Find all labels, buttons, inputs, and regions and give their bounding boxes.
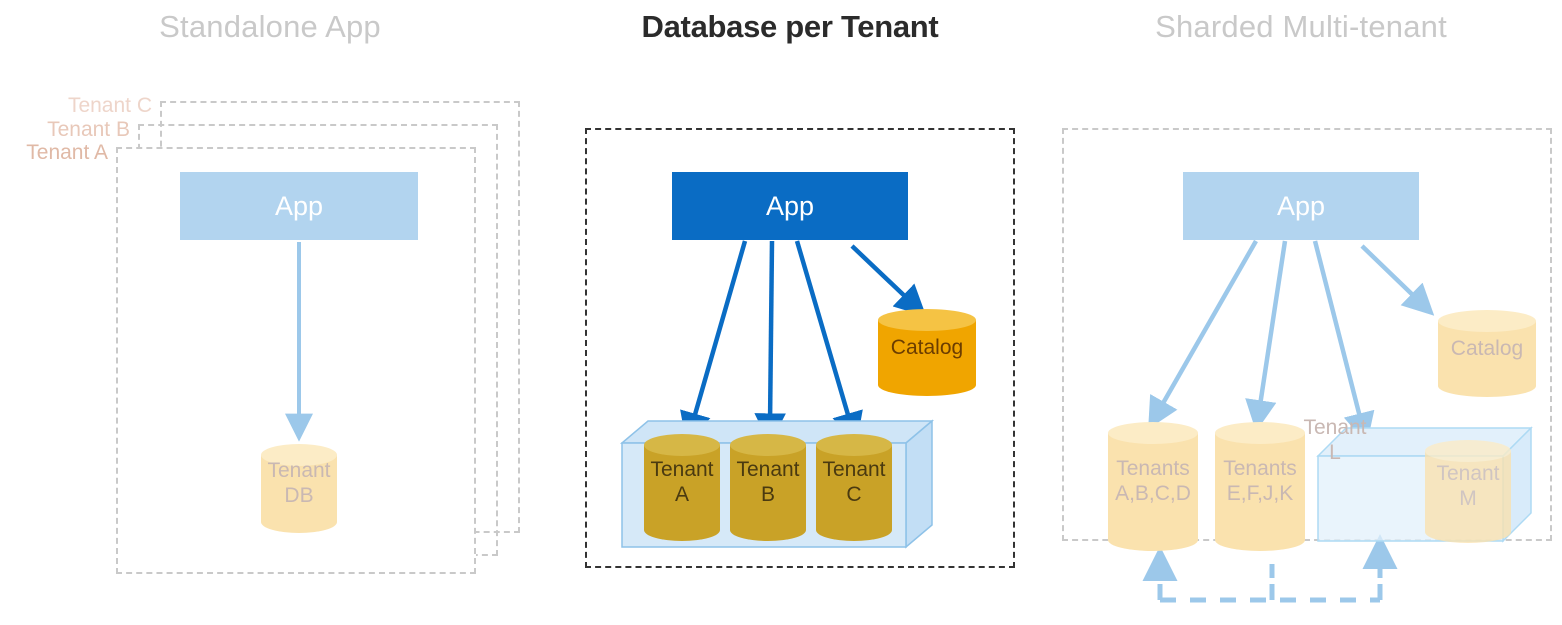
cylinder-body [644,445,720,530]
cylinder-body [1215,433,1305,540]
cylinder-shard-abcd[interactable]: Tenants A,B,C,D [1108,422,1198,551]
cylinder-top [644,434,720,456]
cylinder-top [1108,422,1198,444]
cylinder-tenant-a[interactable]: Tenant A [644,434,720,541]
cylinder-top [261,444,337,466]
cylinder-body [730,445,806,530]
cylinder-shard-efjk[interactable]: Tenants E,F,J,K [1215,422,1305,551]
cylinder-body [1108,433,1198,540]
cylinder-tenant-db[interactable]: Tenant DB [261,444,337,533]
cylinder-body [1425,451,1511,532]
panel-sharded-multi-tenant: Sharded Multi-tenant App Catalog [1040,0,1562,625]
cylinder-top [816,434,892,456]
cylinder-catalog[interactable]: Catalog [878,309,976,396]
cylinder-body [261,455,337,522]
tenant-tag-c: Tenant C [67,94,152,117]
panel-boundary-database-per-tenant [585,128,1015,568]
app-box-sharded[interactable]: App [1183,172,1419,240]
app-box-database-per-tenant[interactable]: App [672,172,908,240]
app-box-standalone[interactable]: App [180,172,418,240]
panel-title-sharded-multi-tenant: Sharded Multi-tenant [1155,9,1447,44]
tenant-tag-b: Tenant B [47,118,130,141]
cylinder-top [730,434,806,456]
cylinder-top [1425,440,1511,462]
cylinder-top [878,309,976,331]
panel-title-database-per-tenant: Database per Tenant [641,9,939,44]
cylinder-top [1438,310,1536,332]
cylinder-tenant-b[interactable]: Tenant B [730,434,806,541]
cylinder-top [1215,422,1305,444]
cylinder-tenant-c[interactable]: Tenant C [816,434,892,541]
panel-boundary-sharded [1062,128,1552,541]
cylinder-body [816,445,892,530]
panel-title-standalone: Standalone App [159,9,381,44]
panel-database-per-tenant: Database per Tenant App Catalog T [540,0,1040,625]
cylinder-shard-tenant-m[interactable]: Tenant M [1425,440,1511,543]
panel-standalone-app: Standalone App Tenant C Tenant B Tenant … [0,0,540,625]
tenant-tag-a: Tenant A [26,141,108,164]
cylinder-catalog-sharded[interactable]: Catalog [1438,310,1536,397]
